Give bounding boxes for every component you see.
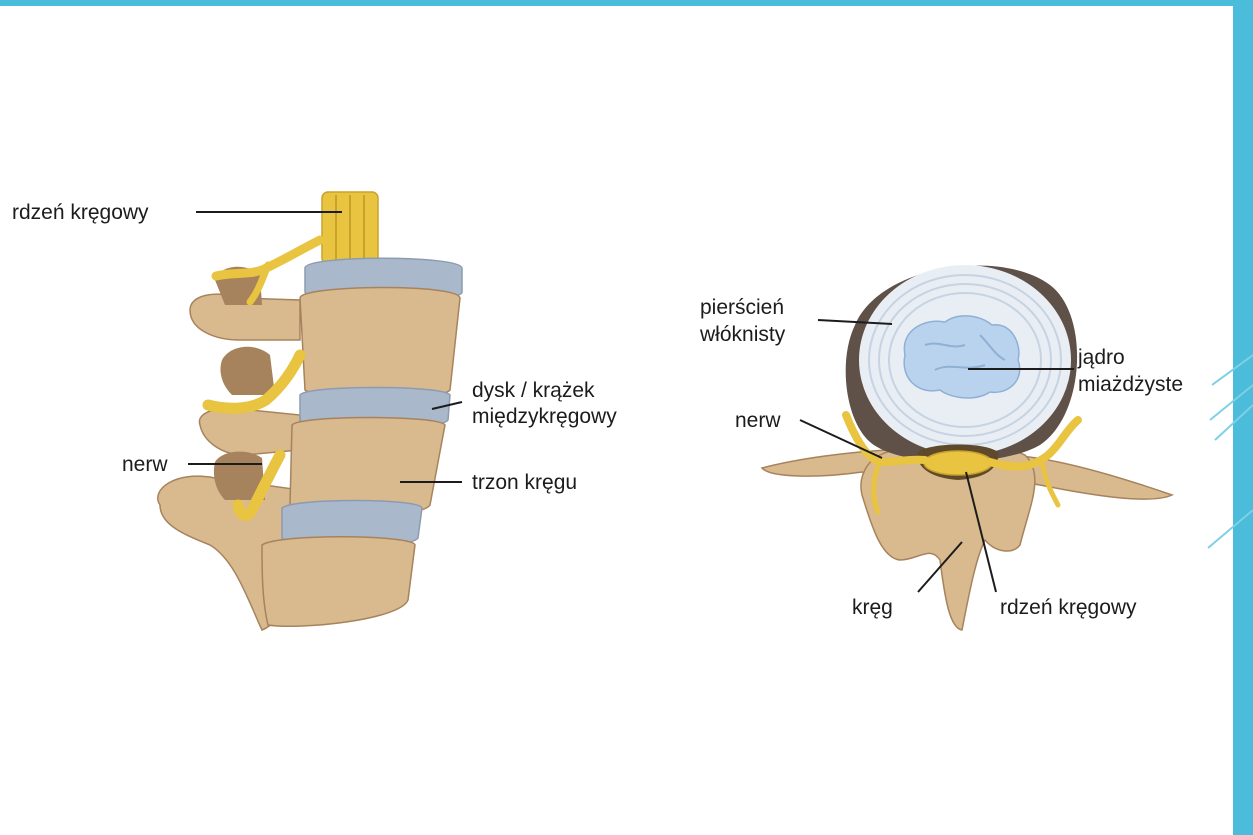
label-disc-line2: międzykręgowy: [472, 404, 617, 429]
upper-vertebral-body: [300, 287, 460, 399]
middle-spinous-process: [199, 408, 300, 455]
label-nerve-side: nerw: [122, 452, 168, 477]
label-nerve-top: nerw: [735, 408, 781, 433]
label-vertebra: kręg: [852, 595, 893, 620]
nucleus-pulposus-shape: [904, 316, 1020, 398]
label-nucleus-line2: miażdżyste: [1078, 372, 1183, 397]
label-vertebral-body: trzon kręgu: [472, 470, 577, 495]
label-annulus-line2: włóknisty: [700, 322, 785, 347]
label-disc-line1: dysk / krążek: [472, 378, 595, 403]
label-nucleus-line1: jądro: [1078, 345, 1125, 370]
facet-middle: [220, 347, 275, 395]
side-view-illustration: [158, 192, 462, 630]
label-spinal-cord-side: rdzeń kręgowy: [12, 200, 149, 225]
lower-vertebral-body: [262, 537, 415, 627]
spinal-cord-cross-section: [924, 451, 992, 475]
edge-decoration: [1208, 355, 1253, 548]
label-spinal-cord-top: rdzeń kręgowy: [1000, 595, 1137, 620]
label-annulus-line1: pierścień: [700, 295, 784, 320]
